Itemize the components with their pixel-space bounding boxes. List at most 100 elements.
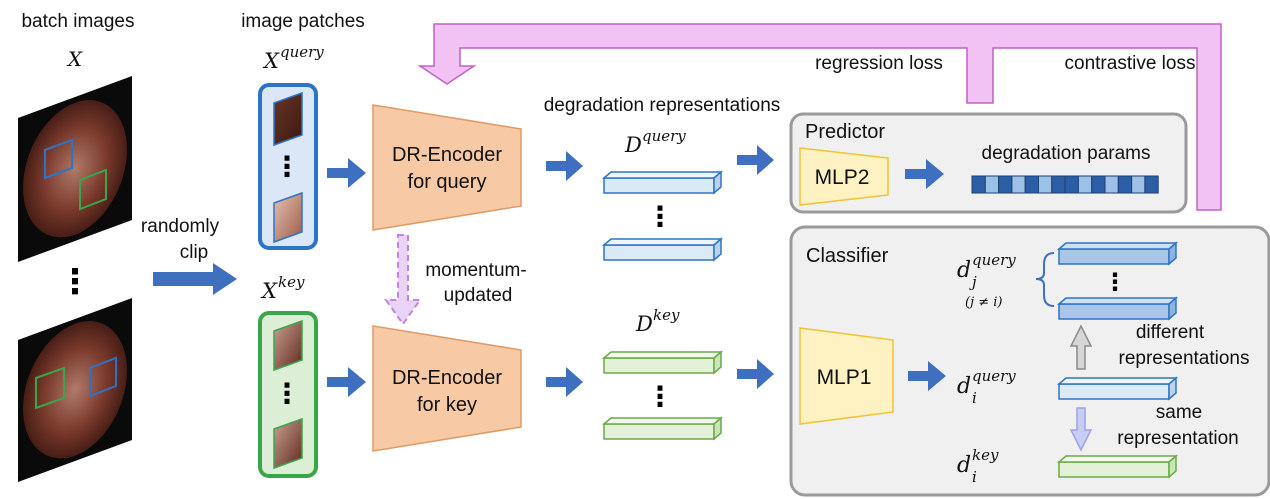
different-representations-label: representations <box>1119 348 1250 369</box>
x-query-base: X <box>262 49 280 73</box>
mlp1-label: MLP1 <box>817 366 872 389</box>
di-key-sup: key <box>972 446 999 464</box>
arrow-key-encoder-to-dkey <box>546 367 583 397</box>
arrow-patches-to-key-encoder <box>327 367 366 397</box>
di-key-sub: i <box>972 468 977 486</box>
arrow-to-predictor <box>737 145 774 175</box>
clip-label: clip <box>180 242 209 263</box>
param-cell <box>1117 175 1133 194</box>
dj-query-symbol: d query j (j ≠ i) <box>957 251 1016 310</box>
param-cell <box>1104 175 1119 194</box>
d-key-vector-2 <box>601 416 724 441</box>
param-cell <box>1064 175 1079 194</box>
arrow-patches-to-query-encoder <box>327 158 366 188</box>
param-cell <box>1144 175 1159 194</box>
different-label: different <box>1136 322 1205 343</box>
dr-encoder-key-label-1: DR-Encoder <box>392 367 502 389</box>
dj-vector-2 <box>1056 296 1179 321</box>
param-cell <box>1011 175 1026 194</box>
regression-loss-label: regression loss <box>815 53 943 74</box>
query-patch-1 <box>273 91 303 147</box>
d-key-base: D <box>635 312 653 336</box>
dj-ellipsis: ⋮ <box>1103 268 1127 296</box>
x-key-sup: key <box>278 273 305 291</box>
param-cell <box>971 175 986 194</box>
d-query-vector-2 <box>601 237 724 262</box>
di-sub: i <box>972 389 977 407</box>
degradation-params-vector <box>971 175 1159 194</box>
param-cell <box>1024 175 1039 194</box>
classifier-title: Classifier <box>806 245 889 267</box>
dr-encoder-query-label-1: DR-Encoder <box>392 144 502 166</box>
dj-sub: j <box>969 273 977 291</box>
di-key-symbol: d key i <box>957 446 999 486</box>
degradation-representations-label: degradation representations <box>544 95 781 116</box>
dr-encoder-key-label-2: for key <box>417 394 477 416</box>
param-cell <box>998 175 1013 194</box>
param-cell <box>1038 175 1053 194</box>
momentum-label: momentum- <box>425 260 526 281</box>
param-cell <box>1091 175 1106 194</box>
randomly-label: randomly <box>141 216 220 237</box>
dj-vector-1 <box>1056 241 1179 266</box>
x-query-symbol: X query <box>262 43 324 73</box>
momentum-update-arrow <box>384 234 422 326</box>
di-sup: query <box>972 367 1016 385</box>
image-patches-label: image patches <box>241 11 365 32</box>
x-query-sup: query <box>280 43 324 61</box>
mlp2-block <box>799 147 889 206</box>
loss-feedback-arrow <box>417 23 1222 211</box>
mlp1-block <box>799 327 894 425</box>
dr-encoder-query <box>372 104 522 231</box>
contrastive-loss-label: contrastive loss <box>1065 53 1196 74</box>
arrow-mlp1-to-di <box>908 361 946 391</box>
d-query-symbol: D query <box>624 127 686 157</box>
same-arrow-icon <box>1069 407 1093 452</box>
di-base: d <box>957 374 971 399</box>
same-representation-label: representation <box>1117 428 1238 449</box>
param-cell <box>984 175 1000 194</box>
x-key-base: X <box>260 279 278 303</box>
param-cell <box>1051 175 1066 194</box>
brace-icon <box>1035 252 1055 307</box>
param-cell <box>1131 175 1146 194</box>
different-arrow-icon <box>1069 324 1093 370</box>
key-patch-2 <box>273 417 303 470</box>
batch-images-label: batch images <box>21 11 134 32</box>
arrow-to-classifier <box>737 359 774 389</box>
batch-ellipsis: ⋮ <box>58 262 92 302</box>
batch-symbol-x: X <box>66 47 83 71</box>
d-key-sup: key <box>653 306 680 324</box>
batch-image-bottom <box>18 298 132 482</box>
key-patch-ellipsis: ⋮ <box>273 377 301 410</box>
randomly-clip-arrow <box>153 263 237 295</box>
updated-label: updated <box>444 285 513 306</box>
d-query-sup: query <box>642 127 686 145</box>
j-neq-i-label: (j ≠ i) <box>965 295 1003 310</box>
d-query-base: D <box>624 133 642 157</box>
arrow-mlp2-to-params <box>905 159 944 189</box>
query-patch-2 <box>273 191 303 244</box>
param-cell <box>1077 175 1093 194</box>
degradation-params-label: degradation params <box>982 143 1151 164</box>
dr-encoder-query-label-2: for query <box>408 171 487 193</box>
classifier-panel <box>789 225 1270 497</box>
di-key-base: d <box>957 453 971 478</box>
predictor-title: Predictor <box>805 121 885 143</box>
d-query-vector-1 <box>601 170 724 195</box>
d-key-vector-1 <box>601 350 724 375</box>
dj-base: d <box>957 258 971 283</box>
di-query-symbol: d query i <box>957 367 1016 407</box>
x-key-symbol: X key <box>260 273 305 303</box>
batch-image-top <box>18 76 132 262</box>
d-key-symbol: D key <box>635 306 680 336</box>
arrow-query-encoder-to-dquery <box>546 151 583 181</box>
di-query-vector <box>1056 376 1179 401</box>
di-key-vector <box>1056 454 1179 479</box>
dr-encoder-key <box>372 325 522 452</box>
key-patch-1 <box>273 319 303 372</box>
d-key-ellipsis: ⋮ <box>646 380 674 413</box>
mlp2-label: MLP2 <box>815 166 870 189</box>
same-label: same <box>1156 402 1202 423</box>
dj-sup: query <box>972 251 1016 269</box>
